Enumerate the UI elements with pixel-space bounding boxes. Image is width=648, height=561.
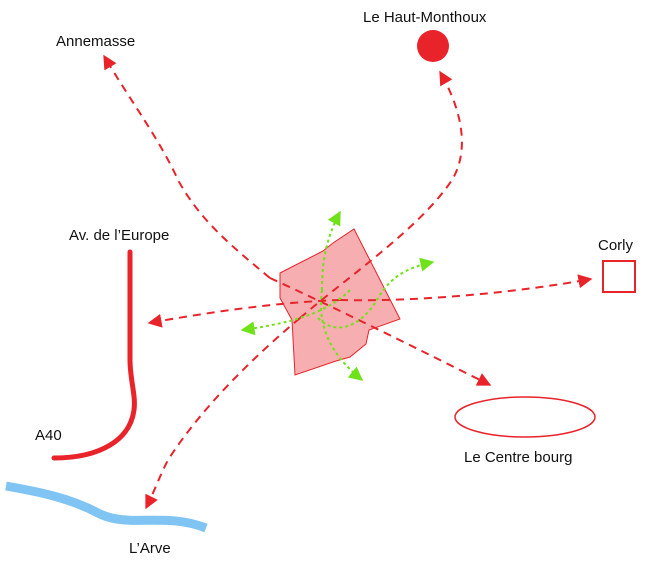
arrow-to-av-europe xyxy=(147,299,341,328)
label-haut-monthoux: Le Haut-Monthoux xyxy=(363,9,487,26)
internal-arrow-east xyxy=(317,257,435,329)
river-arve xyxy=(5,481,208,533)
label-annemasse: Annemasse xyxy=(56,33,135,50)
arrow-to-annemasse xyxy=(103,54,271,279)
label-arve: L’Arve xyxy=(129,540,171,557)
label-a40: A40 xyxy=(35,427,62,444)
label-av-europe: Av. de l’Europe xyxy=(69,227,169,244)
arrow-to-corly xyxy=(339,274,593,302)
label-centre-bourg: Le Centre bourg xyxy=(464,449,572,466)
haut-monthoux-marker xyxy=(417,30,449,62)
road-a40 xyxy=(51,249,137,461)
corly-marker xyxy=(602,260,636,293)
arrow-to-arve xyxy=(145,317,301,510)
centre-bourg-marker xyxy=(454,396,596,438)
arrow-centre-bourg xyxy=(269,277,492,386)
label-corly: Corly xyxy=(598,237,634,254)
internal-arrow-north xyxy=(321,210,341,291)
